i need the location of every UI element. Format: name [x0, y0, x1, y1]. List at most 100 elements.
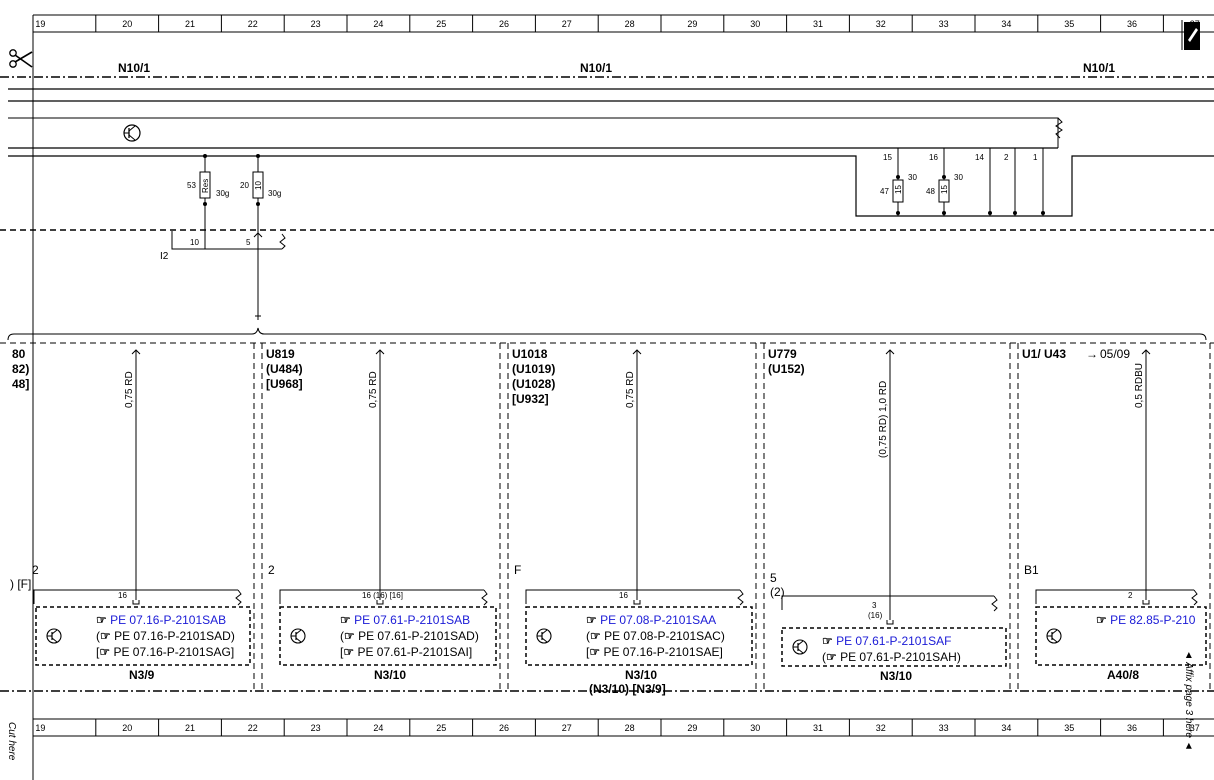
module-label[interactable]: A40/8 [1107, 668, 1139, 682]
grid-column-number: 28 [625, 723, 635, 733]
reference-link[interactable]: [☞ PE 07.61-P-2101SAI] [340, 645, 472, 659]
fuse-number: 48 [926, 187, 935, 196]
connector-pin: 2 [1128, 591, 1133, 600]
transistor-icon [792, 639, 808, 655]
variant-code: 82) [12, 362, 29, 376]
fuse-rating: 30g [268, 189, 281, 198]
grid-column-number: 33 [939, 19, 949, 29]
fuse-15-a[interactable]: 15 47 15 30 [880, 148, 917, 216]
arrow-icon: → [1086, 347, 1098, 361]
affix-note: ◄ Affix page 3 here ◄ [1183, 650, 1194, 751]
pin-group: 14 2 1 [975, 148, 1045, 216]
fuse-value: 10 [254, 181, 263, 190]
variant-code: (U484) [266, 362, 303, 376]
module-label-n10-1[interactable]: N10/1 [580, 61, 612, 75]
fuse-res[interactable]: 53 Res 30g [187, 154, 229, 232]
pin-label: F [514, 563, 521, 577]
fuse-10[interactable]: 20 10 30g [240, 154, 281, 232]
reference-link[interactable]: (☞ PE 07.61-P-2101SAH) [822, 650, 961, 664]
control-module-box [1035, 606, 1207, 666]
grid-column-number: 31 [813, 723, 823, 733]
grid-column-number: 36 [1127, 19, 1137, 29]
grid-column-number: 31 [813, 19, 823, 29]
reference-link[interactable]: (☞ PE 07.61-P-2101SAD) [340, 629, 479, 643]
grid-column-number: 26 [499, 723, 509, 733]
pin-number: 16 [929, 153, 938, 162]
control-module-box [279, 606, 497, 666]
grid-column-number: 21 [185, 723, 195, 733]
variant-code: (U1019) [512, 362, 555, 376]
cut-note: Cut here [6, 722, 17, 761]
pin-label: 2 [268, 563, 275, 577]
module-label-alt[interactable]: (N3/10) [N3/9] [589, 682, 666, 696]
grid-column-number: 22 [248, 723, 258, 733]
variant-code: U779 [768, 347, 797, 361]
fuse-rating: 30g [216, 189, 229, 198]
fuse-number: 47 [880, 187, 889, 196]
grid-column-number: 33 [939, 723, 949, 733]
variant-code: U819 [266, 347, 295, 361]
grid-column-number: 35 [1064, 723, 1074, 733]
transistor-icon [536, 628, 552, 644]
reference-link[interactable]: (☞ PE 07.08-P-2101SAC) [586, 629, 725, 643]
i2-bus: 10 5 I2 [160, 231, 286, 320]
wire-label: 0,5 RDBU [1134, 363, 1145, 408]
reference-link[interactable]: ☞ PE 07.08-P-2101SAA [586, 613, 716, 627]
fuse-number: 20 [240, 181, 249, 190]
variant-code: [U932] [512, 392, 549, 406]
variant-code: U1018 [512, 347, 548, 361]
reference-link[interactable]: ☞ PE 07.61-P-2101SAF [822, 634, 952, 648]
variant-code: (U1028) [512, 377, 555, 391]
fuse-value: 15 [894, 185, 903, 194]
grid-column-number: 30 [750, 723, 760, 733]
fuse-value: Res [201, 179, 210, 193]
reference-link[interactable]: [☞ PE 07.16-P-2101SAG] [96, 645, 234, 659]
module-label-n10-1[interactable]: N10/1 [1083, 61, 1115, 75]
bus-line [8, 117, 1059, 148]
connector-pin: 3 [872, 601, 877, 610]
fuse-rating: 30 [908, 173, 917, 182]
control-module-box [525, 606, 753, 666]
variant-code: U1/ U43 [1022, 347, 1066, 361]
grid-column-number: 34 [1001, 723, 1011, 733]
reference-link[interactable]: [☞ PE 07.16-P-2101SAE] [586, 645, 723, 659]
reference-link[interactable]: ☞ PE 07.61-P-2101SAB [340, 613, 470, 627]
grid-column-number: 29 [687, 723, 697, 733]
bus-line [8, 155, 1214, 217]
pin-number: 2 [1004, 153, 1009, 162]
pin-label: ) [F] [10, 577, 31, 591]
pen-icon [1181, 20, 1200, 50]
transistor-icon [123, 124, 141, 142]
grid-column-number: 36 [1127, 723, 1137, 733]
transistor-icon [290, 628, 306, 644]
reference-link[interactable]: (☞ PE 07.16-P-2101SAD) [96, 629, 235, 643]
pin-label: (2) [770, 585, 785, 599]
grid-column-number: 19 [35, 19, 45, 29]
bus-pin: 5 [246, 238, 251, 247]
grid-column-number: 32 [876, 19, 886, 29]
section-brace [7, 327, 1207, 341]
module-label[interactable]: N3/10 [374, 668, 406, 682]
module-label-n10-1[interactable]: N10/1 [118, 61, 150, 75]
wire-label: (0,75 RD) 1,0 RD [878, 381, 889, 458]
fuse-number: 53 [187, 181, 196, 190]
transistor-icon [46, 628, 62, 644]
reference-link[interactable]: ☞ PE 07.16-P-2101SAB [96, 613, 226, 627]
module-label[interactable]: N3/10 [880, 669, 912, 683]
grid-column-number: 32 [876, 723, 886, 733]
module-label[interactable]: N3/10 [625, 668, 657, 682]
grid-column-number: 19 [35, 723, 45, 733]
module-label[interactable]: N3/9 [129, 668, 155, 682]
wire-label: 0,75 RD [124, 371, 135, 408]
grid-column-number: 37 [1190, 723, 1200, 733]
fuse-15-b[interactable]: 16 48 15 30 [926, 148, 963, 216]
grid-column-number: 26 [499, 19, 509, 29]
grid-column-number: 20 [122, 723, 132, 733]
reference-link[interactable]: ☞ PE 82.85-P-210 [1096, 613, 1196, 627]
